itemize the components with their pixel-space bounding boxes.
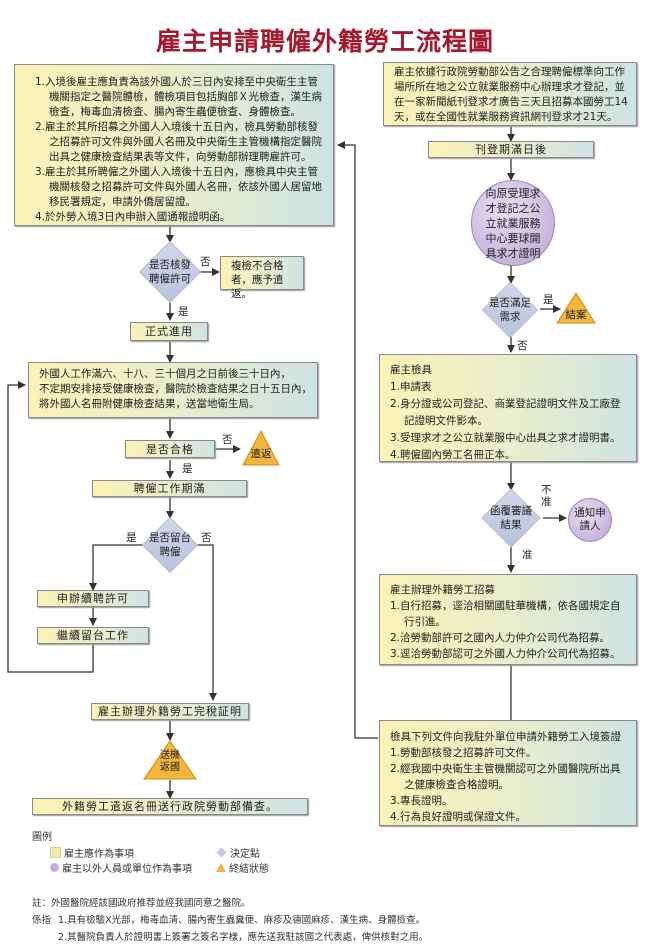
recheck-fail-box: 複檢不合格者，應予遣返。 <box>220 256 304 300</box>
intro-step-1: 1.入境後雇主應負責為該外國人於三日內安排至中央衛生主管機關指定之醫院體檢，體檢… <box>35 76 322 118</box>
tax-clearance-text: 雇主辦理外籍勞工完稅証明 <box>98 705 242 718</box>
page-title: 雇主申請聘僱外籍勞工流程圖 <box>155 27 494 56</box>
qualified-yes-label: 是 <box>182 463 193 475</box>
legend-other-party: 雇主以外人員或單位作為事項 <box>62 864 192 875</box>
visa-item-3: 3.專長證明。 <box>390 795 453 807</box>
footnotes: 註：外國醫院經該國政府推荐並經我國同意之醫院。 係指 1.具有檢驗X光部，梅毒血… <box>32 895 428 946</box>
legend-terminal-state: 終結狀態 <box>229 864 269 875</box>
note-prefix: 係指 <box>32 915 52 926</box>
announce-text: 雇主依據行政院勞動部公告之合理聘僱標準向工作場所所在地之公立就業服務中心辦理求才… <box>394 66 628 123</box>
notify-applicant-circle: 通知申請人 <box>568 498 612 542</box>
continue-work-text: 繼續留台工作 <box>57 629 129 642</box>
recruit-item-2: 2.洽勞動部許可之國內人力仲介公司代為招募。 <box>390 632 611 644</box>
triangle-icon <box>143 740 197 780</box>
formal-hire-box: 正式進用 <box>130 322 208 341</box>
arrow-loop-back <box>7 381 94 673</box>
decision-permit: 是否核發聘僱許可 <box>136 240 204 304</box>
legend-decision-point: 決定點 <box>230 849 260 860</box>
recruit-box: 雇主辦理外籍勞工招募 1.自行招募，逕洽相關國駐華機構，依各國規定自行引進。 2… <box>379 574 637 665</box>
note-line-2: 1.具有檢驗X光部，梅毒血清、腸內寄生蟲糞便、麻疹及德國麻疹、漢生病、身體檢查。 <box>58 915 426 926</box>
after-publish-text: 刊登期滿日後 <box>475 143 547 156</box>
stay-yes-label: 是 <box>126 532 137 544</box>
yellow-square-icon <box>50 847 61 858</box>
review-reject-label: 不准 <box>541 484 552 508</box>
arrow-stay-no <box>197 544 217 701</box>
formal-hire-text: 正式進用 <box>145 325 193 338</box>
triangle-icon <box>556 292 596 324</box>
intro-step-3: 3.雇主於其所聘僱之外國人入境後十五日內，應檢具中央主管機關核發之招募許可文件與… <box>35 166 322 208</box>
apply-proof-circle: 向原受理求才登記之公立就業服務中心要球開具求才證明 <box>471 180 555 266</box>
employer-doc-2: 2.身分證或公司登記、商業登記證明文件及工廠登記證明文件影本。 <box>390 398 621 427</box>
decision-stay: 是否留台聘僱 <box>141 516 199 574</box>
intro-step-2: 2.雇主於其所招募之外國人入境後十五日內，檢具勞動部核發之招募許可文件與外國人名… <box>35 121 322 163</box>
close-case-text: 結案 <box>565 309 587 321</box>
employer-doc-1: 1.申請表 <box>390 381 432 393</box>
announce-box: 雇主依據行政院勞動部公告之合理聘僱標準向工作場所所在地之公立就業服務中心辦理求才… <box>383 62 637 126</box>
meet-yes-label: 是 <box>543 294 554 306</box>
arrow-visa-to-intro <box>337 141 378 739</box>
meet-no-label: 否 <box>517 340 528 352</box>
recruit-item-3: 3.逕洽勞動部認可之外國人力仲介公司代為招募。 <box>390 648 621 660</box>
qualified-no-label: 否 <box>222 434 233 446</box>
renew-permit-text: 申辦續聘許可 <box>57 592 129 605</box>
purple-circle-icon <box>50 863 59 872</box>
permit-no-label: 否 <box>200 256 211 268</box>
continue-work-box: 繼續留台工作 <box>37 627 149 644</box>
after-publish-box: 刊登期滿日後 <box>428 141 594 158</box>
legend: 圖例 雇主應作為事項 雇主以外人員或單位作為事項 決定點 終結狀態 <box>32 828 269 875</box>
decision-review: 函覆審議結果 <box>478 488 544 548</box>
arrow-stay-yes <box>89 544 143 591</box>
decision-stay-label: 是否留台聘僱 <box>149 532 191 558</box>
permit-yes-label: 是 <box>178 306 189 318</box>
employer-doc-3: 3.受理求才之公立就業服中心出具之求才證明書。 <box>390 432 621 444</box>
visa-heading: 檢具下列文件向我駐外單位申請外籍勞工入境簽證 <box>390 731 621 743</box>
employer-doc-4: 4.聘僱國內勞工名冊正本。 <box>390 449 516 461</box>
review-approve-label: 准 <box>522 549 533 561</box>
legend-title: 圖例 <box>32 832 52 843</box>
health-check-line-2: 不定期安排接受健康檢查，醫院於檢查結果之日十五日內， <box>39 383 312 395</box>
recheck-fail-text: 複檢不合格者，應予遣返。 <box>231 260 284 300</box>
final-report-box: 外籍勞工遣返名冊送行政院勞動部備查。 <box>32 798 308 815</box>
decision-permit-label: 是否核發聘僱許可 <box>149 259 191 285</box>
visa-item-1: 1.勞動部核發之招募許可文件。 <box>390 747 537 759</box>
employer-docs-box: 雇主檢具 1.申請表 2.身分證或公司登記、商業登記證明文件及工廠登記證明文件影… <box>379 354 637 462</box>
send-home-text: 送機返國 <box>160 750 180 773</box>
visa-item-4: 4.行為良好證明或保證文件。 <box>390 811 527 823</box>
intro-steps-box: 1.入境後雇主應負責為該外國人於三日內安排至中央衛生主管機關指定之醫院體檢，體檢… <box>14 64 334 226</box>
apply-proof-text: 向原受理求才登記之公立就業服務中心要球開具求才證明 <box>485 186 541 260</box>
health-check-line-1: 外國人工作滿六、十八、三十個月之日前後三十日內， <box>39 368 291 380</box>
tax-clearance-box: 雇主辦理外籍勞工完稅証明 <box>91 703 249 720</box>
repatriate-text: 遣返 <box>250 448 272 460</box>
triangle-icon <box>242 430 280 466</box>
qualified-box: 是否合格 <box>125 440 215 458</box>
decision-meet-demand: 是否滿足需求 <box>476 281 544 339</box>
note-line-1: 註：外國醫院經該國政府推荐並經我國同意之醫院。 <box>32 898 251 909</box>
stay-no-label: 否 <box>201 532 212 544</box>
health-check-box: 外國人工作滿六、十八、三十個月之日前後三十日內， 不定期安排接受健康檢查，醫院於… <box>28 362 318 418</box>
renew-permit-box: 申辦續聘許可 <box>37 590 149 607</box>
employer-docs-heading: 雇主檢具 <box>390 364 432 376</box>
qualified-text: 是否合格 <box>146 442 194 456</box>
term-expired-text: 聘僱工作期滿 <box>133 482 206 495</box>
review-result-label: 函覆審議結果 <box>490 505 532 531</box>
recruit-heading: 雇主辦理外籍勞工招募 <box>390 584 495 596</box>
visa-item-2: 2.經我國中央衛生主管機關認可之外國醫院所出具之健康檢查合格證明。 <box>390 763 621 791</box>
diamond-icon <box>216 847 227 858</box>
repatriate-terminal: 遣返 <box>242 430 280 466</box>
meet-demand-label: 是否滿足需求 <box>489 297 531 323</box>
triangle-icon <box>216 863 226 872</box>
close-case-terminal: 結案 <box>556 292 596 324</box>
visa-docs-box: 檢具下列文件向我駐外單位申請外籍勞工入境簽證 1.勞動部核發之招募許可文件。 2… <box>379 720 637 826</box>
note-line-3: 2.其醫院負責人於證明書上簽署之簽名字樣，應先送我駐該國之代表處，俾供核對之用。 <box>58 932 429 943</box>
term-expired-box: 聘僱工作期滿 <box>92 480 247 497</box>
final-report-text: 外籍勞工遣返名冊送行政院勞動部備查。 <box>62 800 278 813</box>
intro-step-4: 4.於外勞入境3日內申辦入國通報證明函。 <box>35 211 231 223</box>
legend-employer-action: 雇主應作為事項 <box>64 849 134 860</box>
recruit-item-1: 1.自行招募，逕洽相關國駐華機構，依各國規定自行引進。 <box>390 600 621 628</box>
send-home-terminal: 送機返國 <box>143 740 197 780</box>
notify-applicant-text: 通知申請人 <box>574 507 606 532</box>
health-check-line-3: 將外國人名冊附健康檢查結果，送當地衛生局。 <box>39 398 260 410</box>
